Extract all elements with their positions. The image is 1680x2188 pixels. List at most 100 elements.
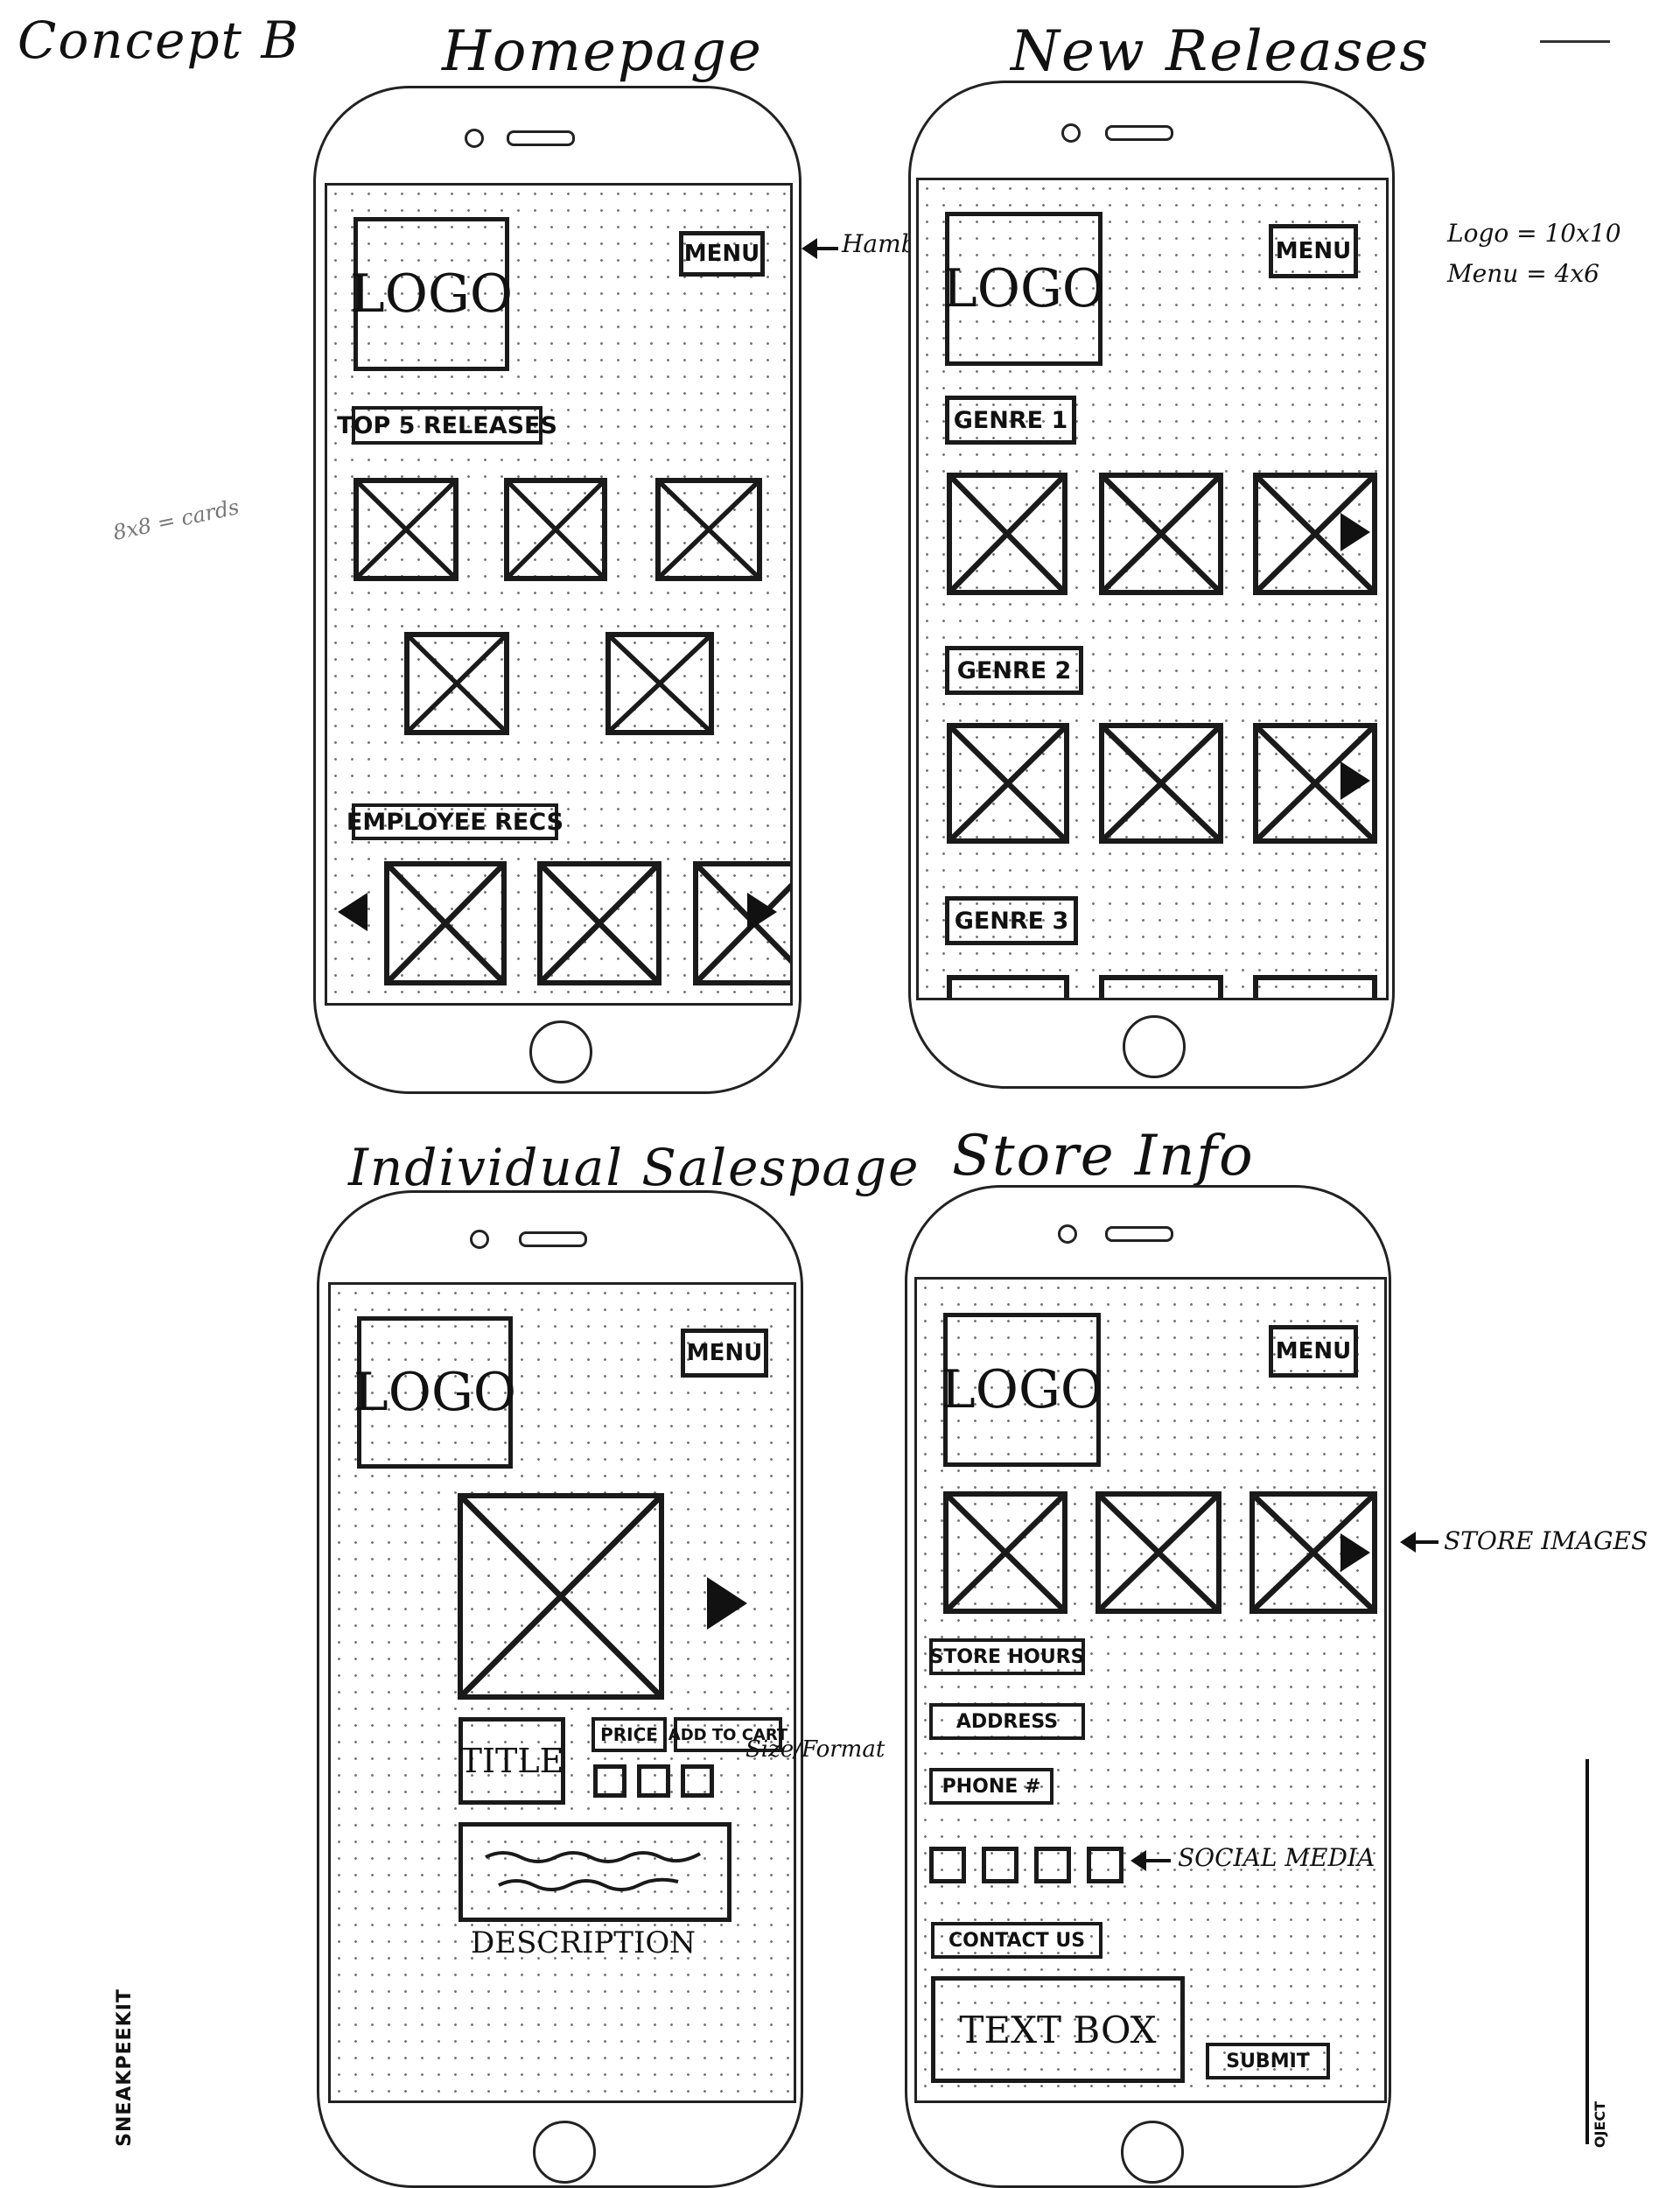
phone-frame-store: LOGO MENU STORE HOURS ADDRESS PHONE # CO… [905,1185,1391,2188]
genre-image-placeholder[interactable] [947,473,1068,595]
speaker-icon [519,1231,587,1247]
release-image-placeholder[interactable] [655,478,762,581]
screen-title-home: Homepage [442,19,763,84]
logo-box: LOGO [942,212,1105,366]
image-next-icon[interactable] [707,1577,747,1630]
genre-label: GENRE 1 [945,396,1076,445]
release-image-placeholder[interactable] [606,632,714,735]
carousel-next-icon[interactable] [1340,513,1370,551]
phone-frame-home: LOGO MENU TOP 5 RELEASES EMPLOYEE RECS [313,86,802,1094]
speaker-icon [1105,1226,1173,1242]
speaker-icon [507,130,575,146]
annotation-arrow [1130,1850,1171,1871]
store-image-placeholder[interactable] [1096,1491,1222,1614]
screen-sales: LOGO MENU TITLE PRICE ADD TO CART DESCRI… [328,1282,796,2103]
top-right-mark [1540,40,1610,43]
add-to-cart-button[interactable]: ADD TO CART [668,1717,788,1752]
menu-button[interactable]: MENU [681,1329,768,1378]
menu-button[interactable]: MENU [1269,224,1358,278]
screen-new-releases: LOGO MENU GENRE 1 GENRE 2 GENRE 3 [916,178,1389,1000]
genre-label: GENRE 2 [945,646,1083,695]
employee-rec-image[interactable] [537,861,662,985]
menu-button[interactable]: MENU [679,231,765,277]
screen-title-sales: Individual Salespage [348,1138,920,1197]
logo-size-note: Logo = 10x10 [1447,219,1621,248]
screen-title-store: Store Info [952,1124,1255,1189]
card-size-note: 8x8 = cards [110,494,242,545]
annotation-arrow [1400,1532,1438,1553]
genre-image-placeholder[interactable] [1253,723,1377,844]
logo-box: LOGO [353,1316,517,1469]
price-label: PRICE [592,1717,667,1752]
footer-brand: SNEAKPEEKIT [113,1988,136,2147]
genre-image-placeholder[interactable] [947,723,1069,844]
genre-image-placeholder[interactable] [1099,975,1223,998]
release-image-placeholder[interactable] [504,478,607,581]
home-button-icon[interactable] [1123,1015,1186,1078]
home-button-icon[interactable] [1121,2121,1184,2184]
logo-label: LOGO [349,263,514,325]
address-label: ADDRESS [929,1703,1085,1740]
product-image-placeholder [458,1493,664,1700]
size-format-note: Size/Format [746,1736,886,1763]
menu-label: MENU [683,241,760,267]
logo-box: LOGO [940,1313,1104,1467]
camera-icon [1061,123,1081,143]
product-title-box: TITLE [458,1717,565,1805]
submit-button[interactable]: SUBMIT [1206,2043,1330,2079]
carousel-prev-icon[interactable] [338,893,368,931]
camera-icon [470,1230,489,1249]
phone-frame-sales: LOGO MENU TITLE PRICE ADD TO CART DESCRI… [317,1190,803,2188]
description-box [458,1822,732,1922]
menu-label: MENU [1275,1338,1352,1364]
carousel-next-icon[interactable] [747,893,777,931]
logo-box: LOGO [350,217,513,371]
annotation-arrow [802,238,838,259]
screen-store: LOGO MENU STORE HOURS ADDRESS PHONE # CO… [914,1277,1387,2103]
store-image-placeholder[interactable] [1250,1491,1377,1614]
menu-button[interactable]: MENU [1269,1325,1358,1378]
screen-home: LOGO MENU TOP 5 RELEASES EMPLOYEE RECS [325,183,793,1006]
genre-image-placeholder[interactable] [1099,473,1223,595]
contact-text-box[interactable]: TEXT BOX [931,1976,1185,2083]
genre-image-placeholder[interactable] [1253,473,1377,595]
phone-frame-new-releases: LOGO MENU GENRE 1 GENRE 2 GENRE 3 [908,81,1395,1089]
store-images-note: STORE IMAGES [1444,1526,1648,1555]
home-button-icon[interactable] [533,2121,596,2184]
concept-label: Concept B [18,11,300,70]
genre-image-placeholder[interactable] [1253,975,1377,998]
employee-rec-image[interactable] [693,861,790,985]
description-label: DESCRIPTION [471,1925,696,1960]
camera-icon [465,129,484,148]
screen-title-new-releases: New Releases [1011,19,1431,84]
genre-label: GENRE 3 [945,896,1078,945]
home-button-icon[interactable] [529,1020,592,1083]
phone-label: PHONE # [929,1768,1054,1805]
logo-label: LOGO [940,1359,1104,1420]
release-image-placeholder[interactable] [404,632,509,735]
genre-image-placeholder[interactable] [1099,723,1223,844]
social-media-note: SOCIAL MEDIA [1178,1843,1376,1872]
footer-right-label: OJECT [1592,2100,1609,2149]
logo-label: LOGO [353,1362,517,1423]
page-edge-line [1586,1759,1589,2144]
social-media-icon[interactable] [982,1847,1018,1883]
carousel-next-icon[interactable] [1340,761,1370,800]
employee-rec-image[interactable] [384,861,507,985]
size-option-checkbox[interactable] [681,1764,714,1798]
store-image-placeholder[interactable] [943,1491,1068,1614]
social-media-icon[interactable] [1087,1847,1124,1883]
menu-label: MENU [686,1340,763,1366]
speaker-icon [1105,125,1173,141]
genre-image-placeholder[interactable] [947,975,1069,998]
social-media-icon[interactable] [929,1847,966,1883]
social-media-icon[interactable] [1034,1847,1071,1883]
size-option-checkbox[interactable] [593,1764,626,1798]
camera-icon [1058,1224,1077,1244]
carousel-next-icon[interactable] [1340,1533,1370,1572]
release-image-placeholder[interactable] [354,478,458,581]
store-hours-label: STORE HOURS [929,1638,1085,1675]
employee-recs-label: EMPLOYEE RECS [346,803,564,840]
top-releases-label: TOP 5 RELEASES [337,406,557,445]
size-option-checkbox[interactable] [637,1764,670,1798]
